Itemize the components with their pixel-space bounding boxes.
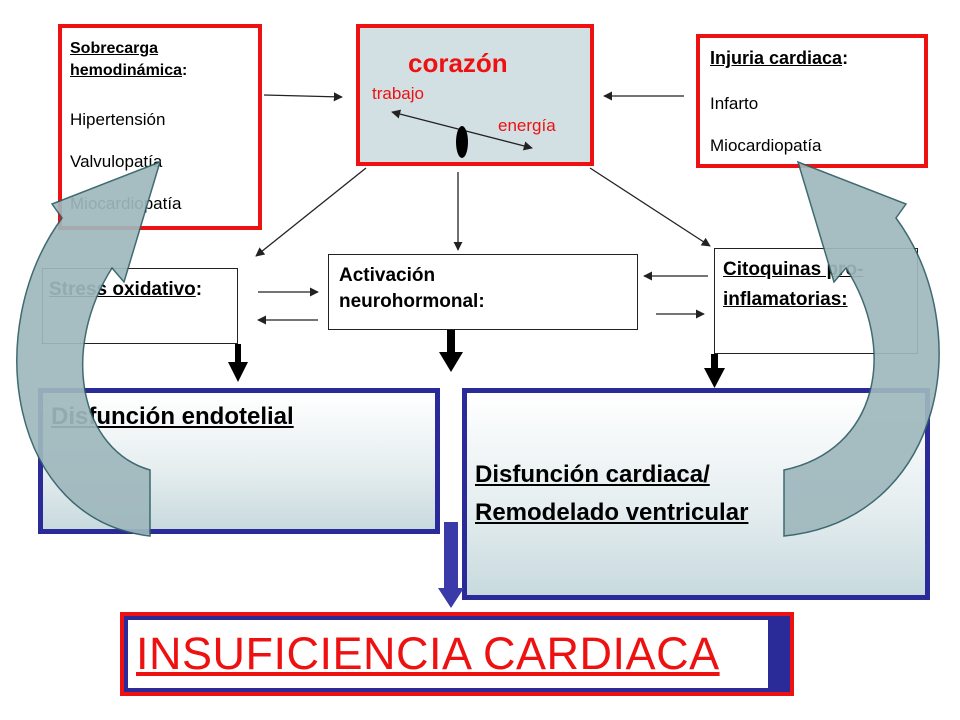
injuria-title: Injuria cardiaca: — [710, 48, 849, 68]
disfuncion-cardiaca-line2: Remodelado ventricular — [475, 499, 749, 526]
heavy-arrow-citoquinas — [704, 354, 725, 388]
injuria-item-miocardiopatia: Miocardiopatía — [710, 136, 822, 155]
trabajo-label: trabajo — [372, 84, 424, 103]
sobrecarga-item-hipertension: Hipertensión — [70, 110, 166, 129]
activacion-box: Activación neurohormonal: — [328, 254, 638, 330]
corazon-title: corazón — [408, 48, 508, 78]
injuria-item-infarto: Infarto — [710, 94, 759, 113]
insuficiencia-box: INSUFICIENCIA CARDIACA — [120, 612, 794, 696]
sobrecarga-title: Sobrecarga hemodinámica: — [70, 40, 188, 79]
injuria-box: Injuria cardiaca: Infarto Miocardiopatía — [696, 34, 928, 168]
arrow-corazon-stress — [255, 167, 367, 257]
balance-pivot — [456, 126, 468, 158]
arrow-sobrecarga-corazon — [263, 92, 343, 102]
activacion-title: Activación neurohormonal: — [339, 265, 485, 312]
disfuncion-cardiaca-line1: Disfunción cardiaca/ — [475, 461, 710, 488]
curved-feedback-arrow-right — [783, 160, 940, 537]
heavy-arrow-activacion — [439, 330, 463, 372]
arrow-corazon-citoquinas — [589, 167, 711, 247]
blue-arrow-insuficiencia — [438, 522, 464, 608]
insuficiencia-title: INSUFICIENCIA CARDIACA — [136, 628, 720, 679]
sobrecarga-item-valvulopatia: Valvulopatía — [70, 152, 163, 171]
curved-feedback-arrow-left — [16, 160, 162, 537]
heavy-arrow-stress — [228, 344, 248, 382]
insuficiencia-inner — [128, 620, 768, 688]
